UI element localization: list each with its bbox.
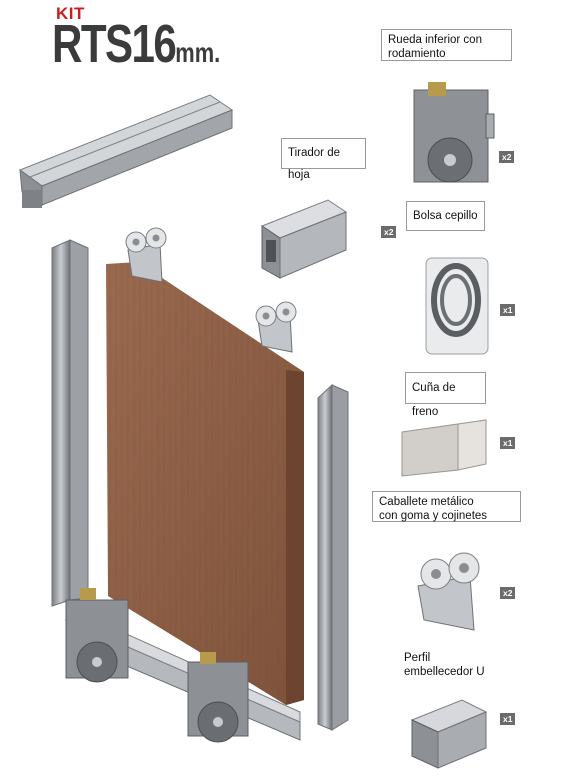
left-profile xyxy=(51,239,89,607)
door-panel xyxy=(106,262,304,705)
label-rueda: Rueda inferior con rodamiento xyxy=(381,29,512,61)
qty-badge-perfil: x1 xyxy=(500,713,516,725)
qty-badge-bolsa: x1 xyxy=(500,304,516,316)
qty-badge-caballete: x2 xyxy=(500,587,516,599)
kit-label: KIT xyxy=(56,4,85,23)
perfil-part-image xyxy=(410,699,488,769)
tirador-part-image xyxy=(260,199,348,279)
rueda-part-image xyxy=(413,82,495,183)
qty-badge-tirador: x2 xyxy=(381,226,397,238)
label-caballete: Caballete metálico con goma y cojinetes xyxy=(372,491,521,522)
cuna-part-image xyxy=(401,419,487,477)
bolsa-part-image xyxy=(425,257,489,355)
label-cuna: Cuña de freno xyxy=(405,372,486,418)
label-tirador: Tirador de hoja xyxy=(281,138,366,181)
hanger-bracket-top xyxy=(125,227,167,283)
model-name: RTS16 xyxy=(52,14,177,74)
model-unit: mm. xyxy=(175,37,221,68)
label-perfil: Perfil embellecedor U xyxy=(397,647,496,679)
qty-badge-cuna: x1 xyxy=(500,437,516,449)
hanger-bracket-mid xyxy=(255,301,297,353)
qty-badge-rueda: x2 xyxy=(499,151,515,163)
right-profile xyxy=(317,383,349,731)
caballete-part-image xyxy=(417,552,480,631)
bottom-wheel-2 xyxy=(187,652,249,743)
top-rail xyxy=(18,94,234,208)
label-bolsa: Bolsa cepillo xyxy=(406,201,485,231)
bottom-wheel-1 xyxy=(65,588,129,683)
page-title: RTS16mm. xyxy=(52,14,220,83)
